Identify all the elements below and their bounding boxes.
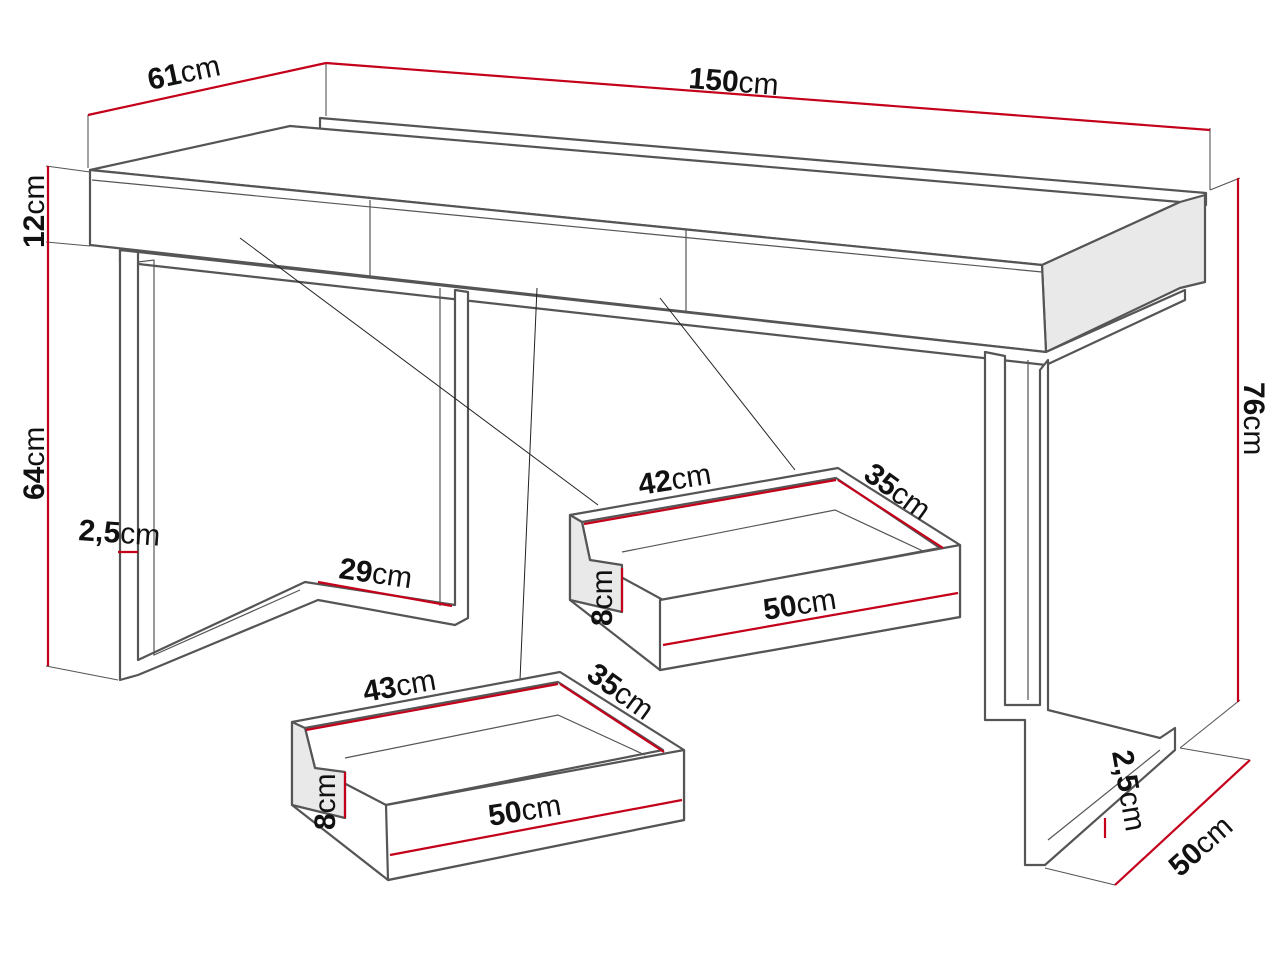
depth-label: 61cm [145, 49, 224, 97]
drawer-left-width-label: 43cm [360, 664, 438, 709]
leg-thickness-right-label: 2,5cm [1105, 747, 1152, 833]
leg-thickness-left-label: 2,5cm [78, 514, 162, 553]
base-depth-label: 50cm [1163, 810, 1240, 884]
dim-lines-top [45, 61, 1251, 886]
leg-height-label: 64cm [18, 427, 51, 500]
leader-lines [239, 237, 796, 681]
top-height-label: 12cm [18, 175, 51, 248]
drawer-left-height-label: 8cm [309, 773, 342, 830]
width-label: 150cm [687, 62, 779, 102]
left-leg-frame [118, 248, 470, 682]
drawer-left-front-label: 50cm [486, 789, 564, 833]
desk-top [88, 116, 1208, 367]
foot-length-label: 29cm [337, 552, 414, 595]
drawer-right-front-label: 50cm [761, 583, 839, 627]
right-leg-frame [983, 350, 1177, 867]
drawer-right-width-label: 42cm [636, 458, 714, 502]
drawer-right-height-label: 8cm [586, 569, 619, 626]
drawer-left [290, 670, 686, 882]
total-height-label: 76cm [1237, 382, 1270, 455]
drawer-right [568, 466, 962, 672]
